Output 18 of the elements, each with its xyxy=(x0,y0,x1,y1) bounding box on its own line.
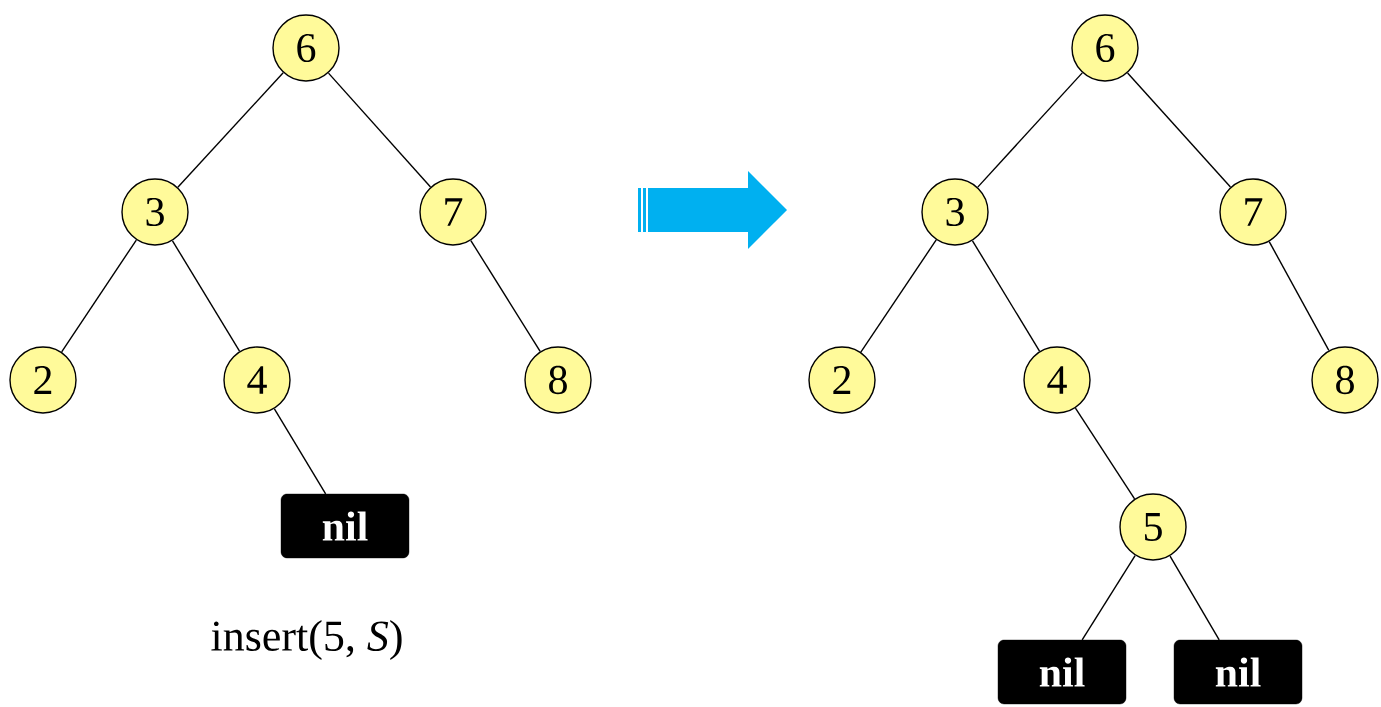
nil-box: nil xyxy=(280,493,410,559)
tree-edge xyxy=(1268,240,1330,352)
nil-box: nil xyxy=(1173,639,1303,705)
tree-edge xyxy=(1074,407,1136,500)
tree-edge xyxy=(61,239,137,353)
tree-edge xyxy=(977,72,1083,188)
tree-edge xyxy=(273,408,327,495)
tree-edge xyxy=(971,240,1041,352)
nil-box: nil xyxy=(997,639,1127,705)
tree-edge xyxy=(470,239,541,353)
tree-edge xyxy=(327,72,432,188)
tree-edge xyxy=(171,240,241,352)
operation-label: insert(5, S) xyxy=(211,620,402,660)
tree-edge xyxy=(1169,555,1220,641)
tree-edge xyxy=(1081,554,1136,641)
tree-edge xyxy=(1126,72,1232,188)
tree-edge xyxy=(177,72,284,188)
tree-edge xyxy=(860,239,937,353)
